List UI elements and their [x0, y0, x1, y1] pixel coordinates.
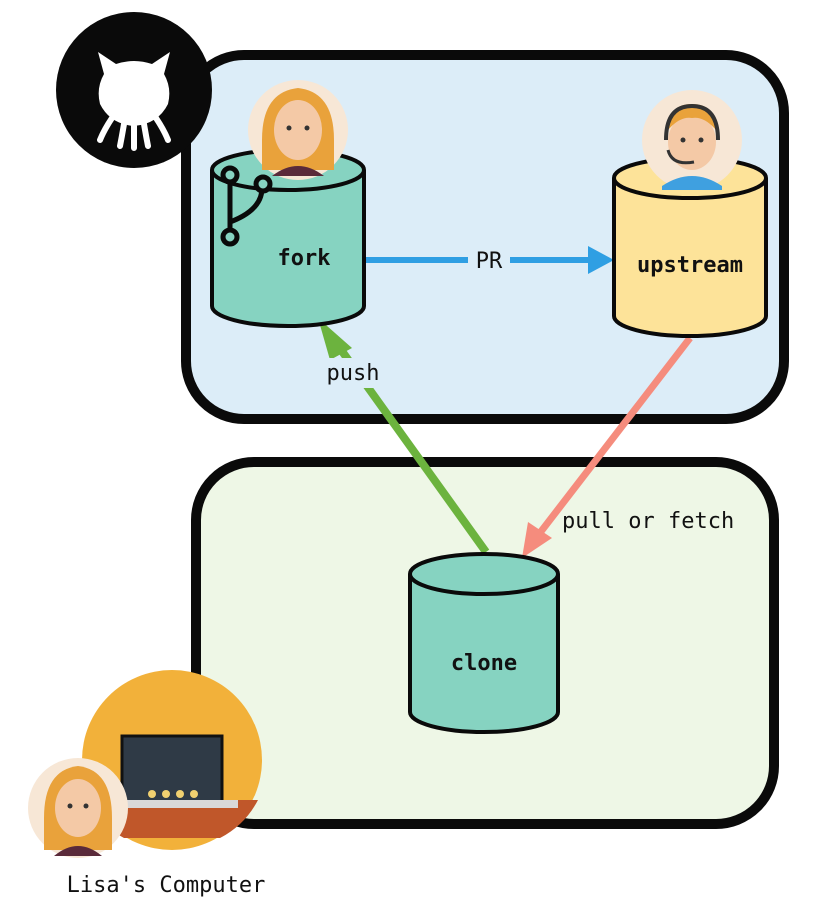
lisa-avatar-local [28, 758, 128, 858]
pull-arrow [533, 335, 693, 541]
push-label-bg [320, 358, 386, 388]
pr-label-bg [468, 246, 510, 274]
lisa-avatar-github [248, 80, 348, 180]
maintainer-avatar [642, 90, 742, 190]
push-arrowhead [318, 318, 352, 360]
pull-arrowhead [522, 522, 552, 558]
lisa-computer-caption: Lisa's Computer [67, 873, 266, 898]
pr-label: PR [476, 249, 503, 274]
clone-label: clone [451, 651, 517, 676]
fork-label: fork [278, 246, 331, 271]
git-branch-icon [220, 165, 273, 247]
github-octocat-icon [56, 12, 212, 168]
upstream-label: upstream [637, 253, 743, 278]
push-label: push [327, 361, 380, 386]
pull-or-fetch-label: pull or fetch [562, 509, 734, 534]
laptop-icon [112, 734, 238, 808]
clone-repository: clone [408, 552, 560, 734]
pr-arrowhead [588, 246, 614, 274]
